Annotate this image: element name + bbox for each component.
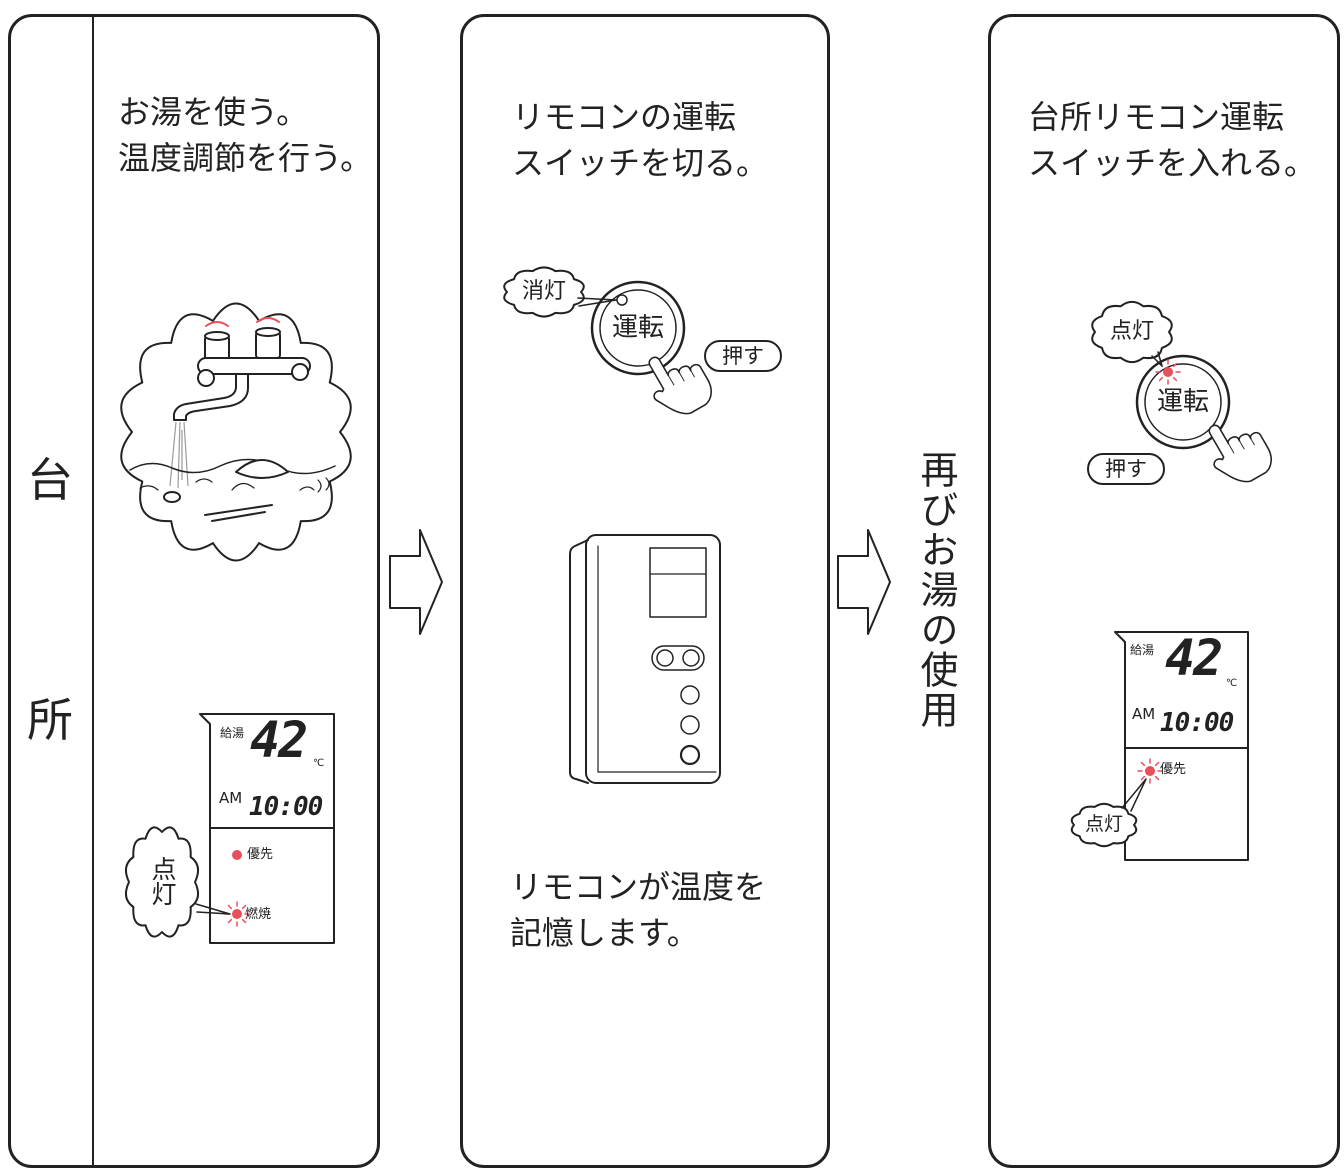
callout-lamp-off: 消灯 [522,279,567,304]
run-button-label: 運転 [1157,387,1210,417]
remote-control-icon [569,534,721,784]
panel-step1-kitchen [8,14,380,1168]
run-button-step2 [590,280,686,376]
priority-lamp [232,850,242,860]
lamp-off-icon [616,294,628,306]
handle-turn-mark [205,321,229,327]
step1-heading: お湯を使う。 温度調節を行う。 [118,89,372,181]
side-label-bottom: 所 [27,693,73,747]
panel-step3 [988,14,1340,1168]
panel-step2 [460,14,830,1168]
water-stream [169,421,189,489]
display-panel-step3 [1114,631,1249,861]
handle-turn-mark [256,317,280,323]
right-arrow-icon [389,529,443,635]
display-temperature: 42 [250,711,308,769]
cup [163,491,181,503]
step2-heading-line2: スイッチを切る。 [512,144,769,182]
press-label: 押す [704,340,782,372]
pointing-hand-icon [1195,406,1279,494]
display-unit: ℃ [1226,678,1238,689]
step2-heading-line1: リモコンの運転 [512,98,737,136]
callout-lamp-on: 点灯 [148,856,177,906]
faucet-body [197,357,311,375]
bowl [235,459,289,479]
transition-label: 再びお湯の使用 [914,450,958,730]
burn-label: 燃焼 [245,907,272,922]
callout-lamp-on-display: 点灯 [1085,813,1124,835]
step3-heading-line2: スイッチを入れる。 [1028,144,1317,182]
water-surface [129,458,336,475]
display-unit: ℃ [313,758,325,769]
display-time: 10:00 [1160,708,1234,738]
step1-heading-line2: 温度調節を行う。 [118,139,373,177]
step2-heading: リモコンの運転 スイッチを切る。 [512,94,768,186]
priority-lamp-burst-icon [1137,758,1163,784]
callout-step1 [124,826,231,938]
step3-heading: 台所リモコン運転 スイッチを入れる。 [1028,94,1316,186]
priority-label: 優先 [247,847,274,862]
display-mode-label: 給湯 [1130,643,1155,657]
chopsticks [204,504,273,522]
panel-divider [92,17,94,1165]
callout-step2 [503,266,617,318]
display-mode-label: 給湯 [220,726,245,740]
run-button-label: 運転 [612,313,665,343]
faucet-spout [173,373,249,421]
remote-display-window [649,547,707,618]
step3-heading-line1: 台所リモコン運転 [1028,98,1285,136]
callout-step3-display [1070,778,1147,848]
display-panel-step1 [199,713,335,944]
display-temperature: 42 [1165,629,1223,687]
callout-lamp-on-button: 点灯 [1110,319,1155,344]
display-time: 10:00 [249,792,323,822]
press-label: 押す [1087,453,1165,485]
priority-label: 優先 [1160,762,1187,777]
display-ampm: AM [219,789,243,807]
faucet-cloud [120,302,352,562]
right-arrow-icon [837,529,891,635]
callout-step3-button [1091,300,1173,367]
step1-heading-line1: お湯を使う。 [118,93,309,131]
display-ampm: AM [1132,705,1156,723]
step2-note-line2: 記憶します。 [510,914,699,952]
faucet-icon [120,302,352,562]
step2-note-line1: リモコンが温度を [510,868,767,906]
run-button-step3 [1135,354,1231,450]
step2-note: リモコンが温度を 記憶します。 [510,864,766,956]
side-label-top: 台 [27,453,73,507]
